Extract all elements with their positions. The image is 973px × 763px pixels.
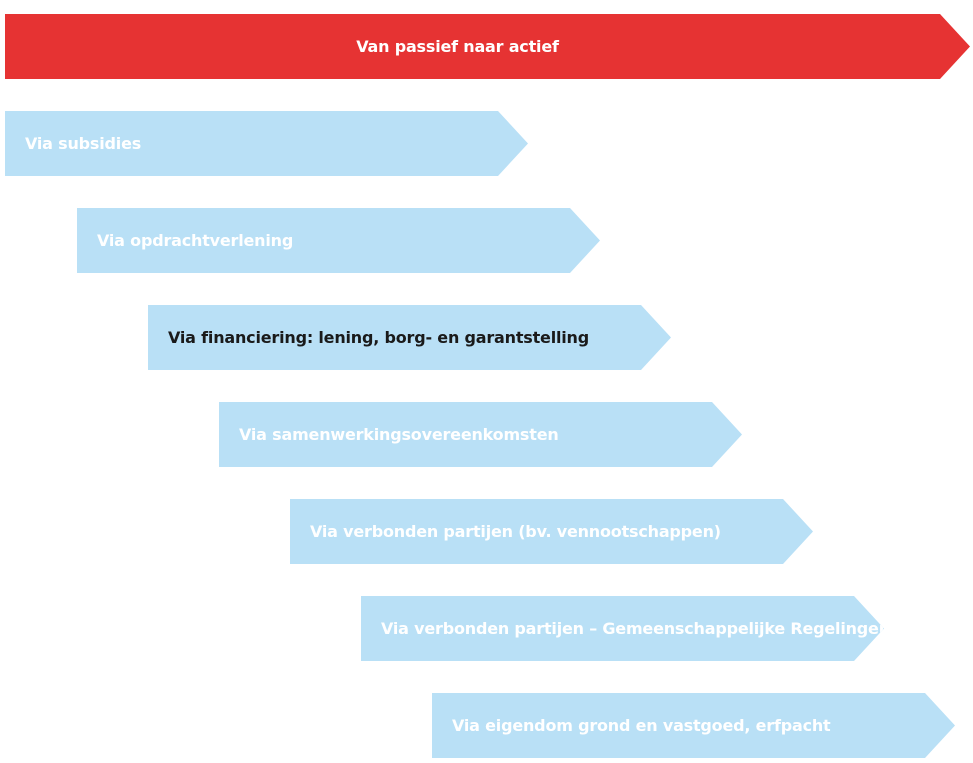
step-arrow-eigendom: Via eigendom grond en vastgoed, erfpacht [432,693,955,758]
header-arrow-label: Van passief naar actief [356,37,559,56]
step-arrow-opdrachtverlening: Via opdrachtverlening [77,208,600,273]
step-arrow-label: Via financiering: lening, borg- en garan… [168,328,589,347]
step-arrow-label: Via samenwerkingsovereenkomsten [239,425,559,444]
header-arrow: Van passief naar actief [5,14,970,79]
step-arrow-label: Via eigendom grond en vastgoed, erfpacht [452,716,831,735]
step-arrow-label: Via subsidies [25,134,142,153]
step-arrow-label: Via verbonden partijen – Gemeenschappeli… [381,619,890,638]
step-arrow-verbonden-partijen: Via verbonden partijen (bv. vennootschap… [290,499,813,564]
step-arrow-label: Via verbonden partijen (bv. vennootschap… [310,522,721,541]
step-arrow-financiering: Via financiering: lening, borg- en garan… [148,305,671,370]
step-arrow-subsidies: Via subsidies [5,111,528,176]
step-arrow-label: Via opdrachtverlening [97,231,294,250]
step-arrow-samenwerkingsovereenkomsten: Via samenwerkingsovereenkomsten [219,402,742,467]
step-arrow-gemeenschappelijke-regelingen: Via verbonden partijen – Gemeenschappeli… [361,596,884,661]
